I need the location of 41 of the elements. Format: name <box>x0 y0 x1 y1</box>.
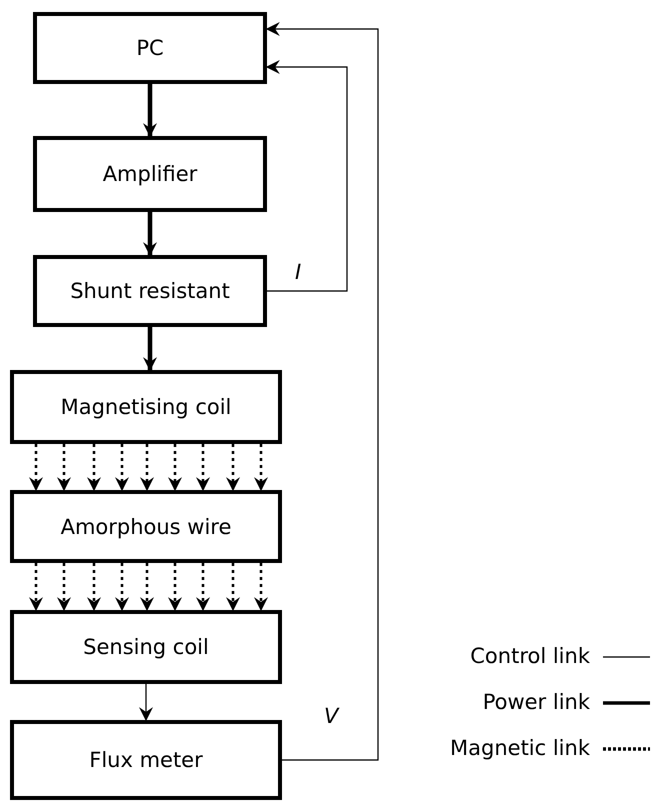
arrow <box>143 84 157 138</box>
arrow <box>87 444 101 492</box>
box-label: Flux meter <box>89 748 203 772</box>
arrow <box>254 563 268 612</box>
arrow <box>139 684 153 722</box>
arrow <box>196 444 210 492</box>
arrow <box>57 563 71 612</box>
arrow <box>140 444 154 492</box>
box-label: Shunt resistant <box>70 279 230 303</box>
arrow <box>266 22 379 761</box>
arrow <box>57 444 71 492</box>
arrow <box>140 563 154 612</box>
legend-label: Control link <box>470 646 590 667</box>
arrow <box>168 563 182 612</box>
box-label: Amorphous wire <box>60 514 232 538</box>
legend-label: Power link <box>482 692 590 713</box>
arrow <box>87 563 101 612</box>
process-box <box>10 610 282 684</box>
process-box <box>33 136 267 212</box>
arrow <box>196 563 210 612</box>
arrow <box>29 563 43 612</box>
process-box <box>10 370 282 444</box>
arrow <box>115 563 129 612</box>
arrow <box>115 444 129 492</box>
process-box <box>33 255 267 327</box>
box-label: PC <box>136 36 164 60</box>
arrow <box>254 444 268 492</box>
box-label: Sensing coil <box>83 635 209 659</box>
box-label: Magnetising coil <box>60 395 232 419</box>
arrow <box>266 60 348 292</box>
arrow <box>226 444 240 492</box>
process-box <box>33 12 267 84</box>
arrow <box>143 212 157 256</box>
legend-label: Magnetic link <box>450 738 590 759</box>
arrow <box>143 327 157 372</box>
box-label: Amplifier <box>102 162 198 186</box>
arrow <box>29 444 43 492</box>
process-box <box>10 490 282 563</box>
arrow <box>226 563 240 612</box>
arrow <box>168 444 182 492</box>
process-box <box>10 720 282 800</box>
